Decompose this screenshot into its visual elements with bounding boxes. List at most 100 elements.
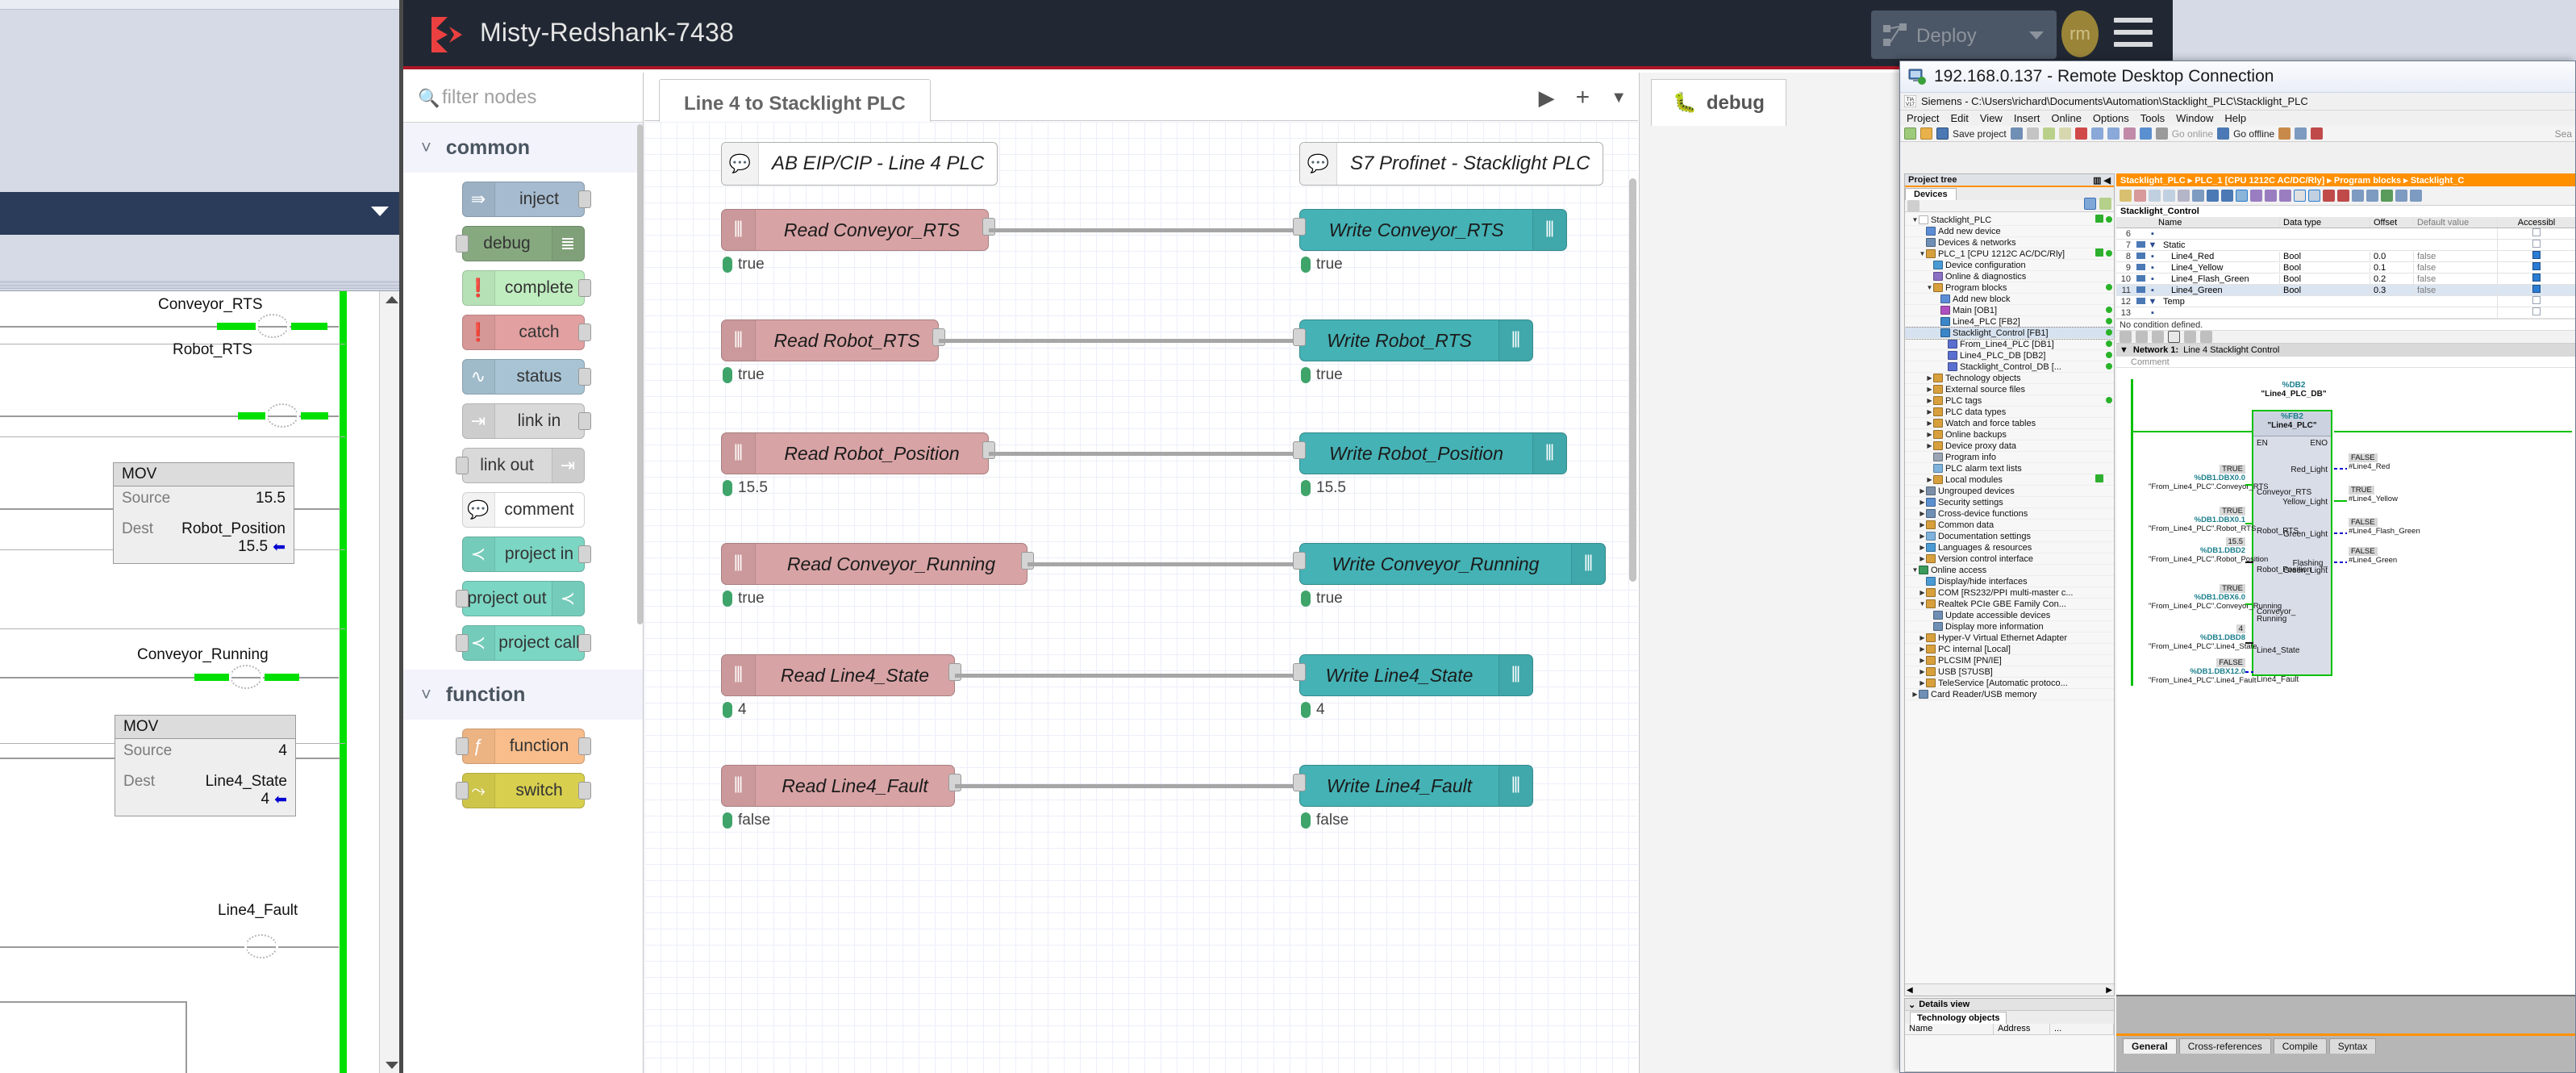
scroll-left-icon[interactable]: ◀ — [1907, 986, 1913, 995]
flow-link[interactable] — [989, 452, 1299, 456]
menu-edit[interactable]: Edit — [1950, 112, 1968, 124]
paste-icon[interactable] — [2059, 127, 2071, 140]
tree-item[interactable]: ▼ Stacklight_PLC — [1905, 215, 2114, 226]
chevron-down-icon[interactable] — [2029, 31, 2044, 40]
tree-item[interactable]: ▶ Hyper-V Virtual Ethernet Adapter — [1905, 633, 2114, 644]
tree-item[interactable]: Line4_PLC [FB2] — [1905, 316, 2114, 328]
input-port[interactable] — [1293, 328, 1306, 346]
lad-input-operand[interactable]: TRUE %DB1.DBX0.0 "From_Line4_PLC".Convey… — [2149, 465, 2245, 491]
chevron-right-icon[interactable]: ▶ — [1926, 431, 1933, 438]
tree-item[interactable]: ▶ PLC tags — [1905, 395, 2114, 407]
flow-link[interactable] — [939, 339, 1299, 343]
variable-row[interactable]: 6 ▪ — [2116, 228, 2575, 240]
tree-item[interactable]: Main [OB1] — [1905, 305, 2114, 316]
palette-node-complete[interactable]: ❗complete — [462, 270, 585, 306]
flow-node-write[interactable]: Write Conveyor_RTS ⫴ — [1299, 209, 1567, 251]
project-tree-scrollbar[interactable]: ◀ ▶ — [1905, 983, 2114, 996]
save-project-label[interactable]: Save project — [1953, 128, 2007, 140]
step-in-icon[interactable] — [2352, 190, 2364, 202]
undo-icon[interactable] — [2091, 127, 2103, 140]
chevron-right-icon[interactable]: ▶ — [1919, 555, 1926, 562]
list-icon[interactable] — [2294, 190, 2306, 202]
palette-node-link-in[interactable]: ⇥link in — [462, 403, 585, 439]
chevron-right-icon[interactable]: ▶ — [1919, 634, 1926, 641]
output-port[interactable] — [578, 737, 591, 755]
tree-item[interactable]: ▶ Watch and force tables — [1905, 418, 2114, 429]
node-palette[interactable]: 🔍 filter nodes ˅ common ⇛injectdebug≣❗co… — [403, 73, 644, 1073]
output-port[interactable] — [578, 368, 591, 386]
tree-item[interactable]: ▼ Realtek PCIe GBE Family Con... — [1905, 599, 2114, 610]
inspector-tab-cross-references[interactable]: Cross-references — [2179, 1038, 2271, 1054]
menu-window[interactable]: Window — [2176, 112, 2213, 124]
search-input[interactable]: Sea — [2555, 128, 2575, 140]
search-input[interactable]: filter nodes — [442, 86, 536, 109]
inspector-tab-general[interactable]: General — [2123, 1038, 2177, 1054]
tab-technology-objects[interactable]: Technology objects — [1910, 1012, 2007, 1024]
palette-node-project-in[interactable]: ≺project in — [462, 536, 585, 572]
chevron-right-icon[interactable]: ▶ — [1919, 657, 1926, 664]
lad-input-operand[interactable]: TRUE %DB1.DBX0.1 "From_Line4_PLC".Robot_… — [2149, 507, 2245, 533]
palette-category-function[interactable]: ˅ function — [403, 670, 643, 720]
details-view-header[interactable]: ⌄ Details view — [1905, 999, 2114, 1011]
chevron-down-icon[interactable]: ▼ — [1919, 600, 1926, 607]
chevron-right-icon[interactable]: ▶ — [1919, 668, 1926, 675]
chevron-right-icon[interactable]: ▶ — [1911, 691, 1919, 698]
flow-node-read[interactable]: ⫴ Read Line4_State — [721, 654, 955, 696]
flow-node-read[interactable]: ⫴ Read Conveyor_RTS — [721, 209, 989, 251]
copy-icon[interactable] — [2043, 127, 2055, 140]
chevron-right-icon[interactable]: ▶ — [1926, 408, 1933, 415]
flow-node-write[interactable]: Write Robot_Position ⫴ — [1299, 432, 1567, 474]
contact-nc-icon[interactable] — [2136, 331, 2148, 343]
variable-accessible[interactable] — [2497, 262, 2575, 273]
tree-item[interactable]: Display/hide interfaces — [1905, 576, 2114, 587]
row-expander[interactable]: ▪ — [2147, 308, 2158, 318]
breakpoint-icon[interactable] — [2337, 190, 2349, 202]
tree-item[interactable]: Update accessible devices — [1905, 610, 2114, 621]
row-expander[interactable]: ▪ — [2147, 229, 2158, 239]
palette-node-function[interactable]: ƒfunction — [462, 729, 585, 764]
collapse-icon[interactable] — [2221, 190, 2233, 202]
open-project-icon[interactable] — [1920, 127, 1932, 140]
chevron-down-icon[interactable]: ▼ — [1911, 216, 1919, 223]
tree-item[interactable]: ▶ Cross-device functions — [1905, 508, 2114, 520]
lad-output-operand[interactable]: FALSE #Line4_Flash_Green — [2349, 518, 2420, 536]
inspector-tab-compile[interactable]: Compile — [2274, 1038, 2327, 1054]
tree-item[interactable]: ▶ Languages & resources — [1905, 542, 2114, 553]
flow-node-write[interactable]: Write Robot_RTS ⫴ — [1299, 319, 1533, 361]
tree-item[interactable]: ▶ Technology objects — [1905, 373, 2114, 384]
tree-item[interactable]: ▼ Program blocks — [1905, 282, 2114, 294]
favorites-icon[interactable] — [2308, 190, 2320, 202]
tree-item[interactable]: Stacklight_Control [FB1] — [1905, 328, 2114, 339]
row-expander[interactable]: ▼ — [2147, 240, 2158, 250]
flow-node-read[interactable]: ⫴ Read Conveyor_Running — [721, 543, 1027, 585]
collapse-panel-icon[interactable]: ▥ ◀ — [2093, 175, 2111, 186]
window-close-icon[interactable] — [2311, 127, 2323, 140]
variable-accessible[interactable] — [2497, 296, 2575, 307]
tree-item[interactable]: ▼ Online access — [1905, 565, 2114, 576]
save-icon[interactable] — [1936, 127, 1949, 140]
variable-row[interactable]: 8 ▪ Line4_Red Bool 0.0 false — [2116, 251, 2575, 262]
comment-toggle-icon[interactable] — [2236, 190, 2248, 202]
row-expander[interactable]: ▪ — [2147, 274, 2158, 284]
project-tree-items[interactable]: ▼ Stacklight_PLC Add new device Devices … — [1905, 215, 2114, 983]
output-port[interactable] — [982, 218, 995, 236]
variable-accessible[interactable] — [2497, 251, 2575, 261]
default-view-icon[interactable] — [2178, 190, 2190, 202]
detail-view-icon[interactable] — [2099, 198, 2111, 210]
contact-no-icon[interactable] — [2120, 331, 2132, 343]
chevron-right-icon[interactable]: ▶ — [1919, 679, 1926, 687]
menu-view[interactable]: View — [1980, 112, 2003, 124]
output-port[interactable] — [578, 324, 591, 341]
chevron-right-icon[interactable]: ▶ — [1926, 386, 1933, 393]
flow-node-read[interactable]: ⫴ Read Robot_RTS — [721, 319, 939, 361]
palette-node-inject[interactable]: ⇛inject — [462, 182, 585, 217]
flow-link[interactable] — [955, 784, 1299, 788]
coil-icon[interactable] — [2152, 331, 2164, 343]
chevron-right-icon[interactable]: ▶ — [1926, 374, 1933, 382]
chevron-right-icon[interactable]: ▶ — [1919, 521, 1926, 528]
chevron-right-icon[interactable]: ▶ — [1919, 589, 1926, 596]
row-expander[interactable]: ▪ — [2147, 252, 2158, 261]
help-icon[interactable] — [2410, 190, 2422, 202]
list-view-icon[interactable] — [2084, 198, 2096, 210]
row-expander[interactable]: ▼ — [2147, 297, 2158, 307]
